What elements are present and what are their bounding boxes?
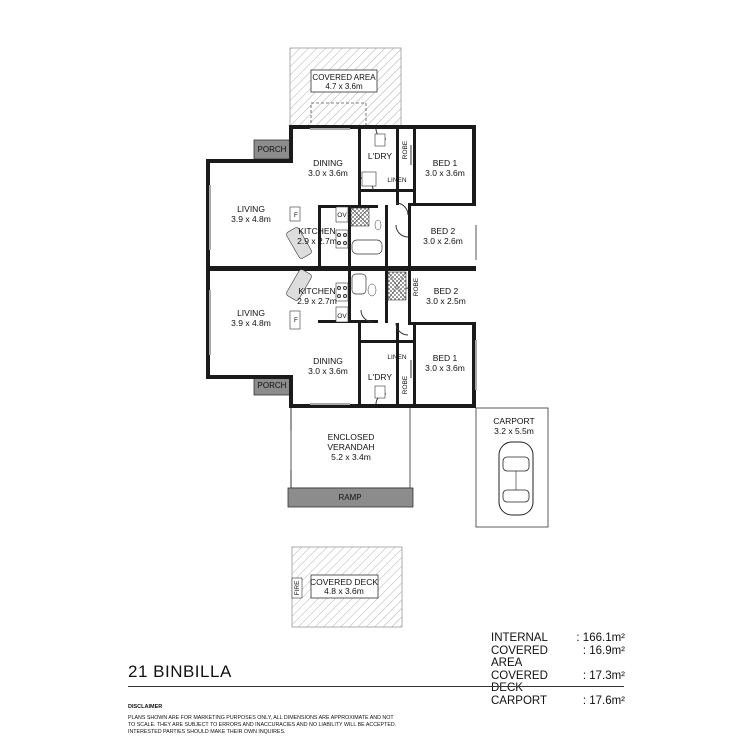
kitchen-bottom-dims: 2.9 x 2.7m bbox=[297, 296, 337, 306]
carport bbox=[475, 407, 549, 528]
porch-bottom-label: PORCH bbox=[258, 381, 287, 390]
covered-area-dims: 4.7 x 3.6m bbox=[325, 82, 363, 91]
ldry-top-label: L'DRY bbox=[368, 151, 392, 161]
stove-icon bbox=[335, 229, 349, 249]
bed2-bottom-name: BED 2 bbox=[434, 286, 459, 296]
fridge-top-label: F bbox=[294, 212, 298, 219]
carport-dims: 3.2 x 5.5m bbox=[494, 426, 534, 436]
bath-icon bbox=[351, 239, 383, 255]
ramp-label: RAMP bbox=[338, 493, 361, 502]
area-summary: INTERNAL : 166.1m² COVERED AREA : 16.9m²… bbox=[491, 632, 625, 708]
bed1-top-name: BED 1 bbox=[433, 158, 458, 168]
covered-deck-dims: 4.8 x 3.6m bbox=[324, 586, 364, 596]
kitchen-bottom-fixtures bbox=[286, 269, 407, 399]
porch-top-label: PORCH bbox=[258, 145, 287, 154]
room-labels: COVERED AREA 4.7 x 3.6m PORCH DINING 3.0… bbox=[231, 73, 535, 596]
bed2-bottom-dims: 3.0 x 2.5m bbox=[426, 296, 466, 306]
area-label: INTERNAL bbox=[491, 632, 548, 644]
area-row: INTERNAL : 166.1m² bbox=[491, 632, 625, 645]
sink-icon bbox=[286, 269, 312, 301]
living-top-name: LIVING bbox=[237, 204, 265, 214]
area-value: : 17.6m² bbox=[582, 694, 625, 707]
bed2-top-dims: 3.0 x 2.6m bbox=[423, 236, 463, 246]
sink-icon bbox=[286, 227, 312, 259]
windows bbox=[209, 128, 477, 405]
walls bbox=[206, 125, 476, 408]
kitchen-bottom-name: KITCHEN bbox=[298, 286, 335, 296]
dining-bottom-dims: 3.0 x 3.6m bbox=[308, 366, 348, 376]
dining-top-dims: 3.0 x 3.6m bbox=[308, 168, 348, 178]
fire-label: FIRE bbox=[294, 580, 301, 595]
ramp-block bbox=[287, 487, 414, 508]
kitchen-top-fixtures bbox=[286, 133, 386, 259]
area-value: : 166.1m² bbox=[576, 632, 625, 644]
area-label: CARPORT bbox=[491, 694, 548, 707]
kitchen-top-dims: 2.9 x 2.7m bbox=[297, 236, 337, 246]
title-divider bbox=[128, 686, 624, 687]
covered-deck-name: COVERED DECK bbox=[310, 577, 378, 587]
covered-area bbox=[289, 47, 402, 129]
kitchen-top-name: KITCHEN bbox=[298, 226, 335, 236]
bed1-bottom-dims: 3.0 x 3.6m bbox=[425, 363, 465, 373]
area-row: CARPORT : 17.6m² bbox=[491, 695, 625, 708]
covered-deck bbox=[291, 546, 403, 628]
disclaimer-text: PLANS SHOWN ARE FOR MARKETING PURPOSES O… bbox=[128, 715, 397, 735]
stove-icon bbox=[335, 282, 349, 302]
living-bottom-dims: 3.9 x 4.8m bbox=[231, 318, 271, 328]
covered-area-name: COVERED AREA bbox=[312, 73, 376, 82]
bed1-bottom-name: BED 1 bbox=[433, 353, 458, 363]
living-bottom-name: LIVING bbox=[237, 308, 265, 318]
verandah-dims: 5.2 x 3.4m bbox=[331, 452, 371, 462]
area-row: COVERED DECK : 17.3m² bbox=[491, 670, 625, 695]
area-label: COVERED AREA bbox=[491, 644, 548, 670]
carport-name: CARPORT bbox=[493, 416, 534, 426]
linen-top-label: LINEN bbox=[387, 177, 406, 184]
disclaimer-heading: DISCLAIMER bbox=[128, 704, 163, 710]
area-value: : 16.9m² bbox=[582, 644, 625, 657]
robe-bottom-label: ROBE bbox=[402, 375, 409, 394]
bed1-top-dims: 3.0 x 3.6m bbox=[425, 168, 465, 178]
bath-icon bbox=[351, 273, 367, 295]
verandah-line1: ENCLOSED bbox=[328, 432, 375, 442]
oven-bottom-label: OV bbox=[337, 313, 347, 320]
bed2-top-name: BED 2 bbox=[431, 226, 456, 236]
dining-bottom-name: DINING bbox=[313, 356, 343, 366]
robe-mid-label: ROBE bbox=[413, 277, 420, 296]
area-value: : 17.3m² bbox=[582, 669, 625, 682]
car-icon bbox=[498, 441, 534, 516]
area-label: COVERED DECK bbox=[491, 669, 548, 695]
living-top-dims: 3.9 x 4.8m bbox=[231, 214, 271, 224]
enclosed-verandah bbox=[290, 405, 411, 489]
oven-top-label: OV bbox=[337, 212, 347, 219]
dining-top-name: DINING bbox=[313, 158, 343, 168]
ldry-bottom-label: L'DRY bbox=[368, 372, 392, 382]
robe-top-label: ROBE bbox=[402, 140, 409, 159]
fridge-bottom-label: F bbox=[294, 317, 298, 324]
linen-bottom-label: LINEN bbox=[387, 354, 406, 361]
area-row: COVERED AREA : 16.9m² bbox=[491, 645, 625, 670]
property-title: 21 BINBILLA bbox=[128, 662, 232, 681]
verandah-line2: VERANDAH bbox=[327, 442, 374, 452]
